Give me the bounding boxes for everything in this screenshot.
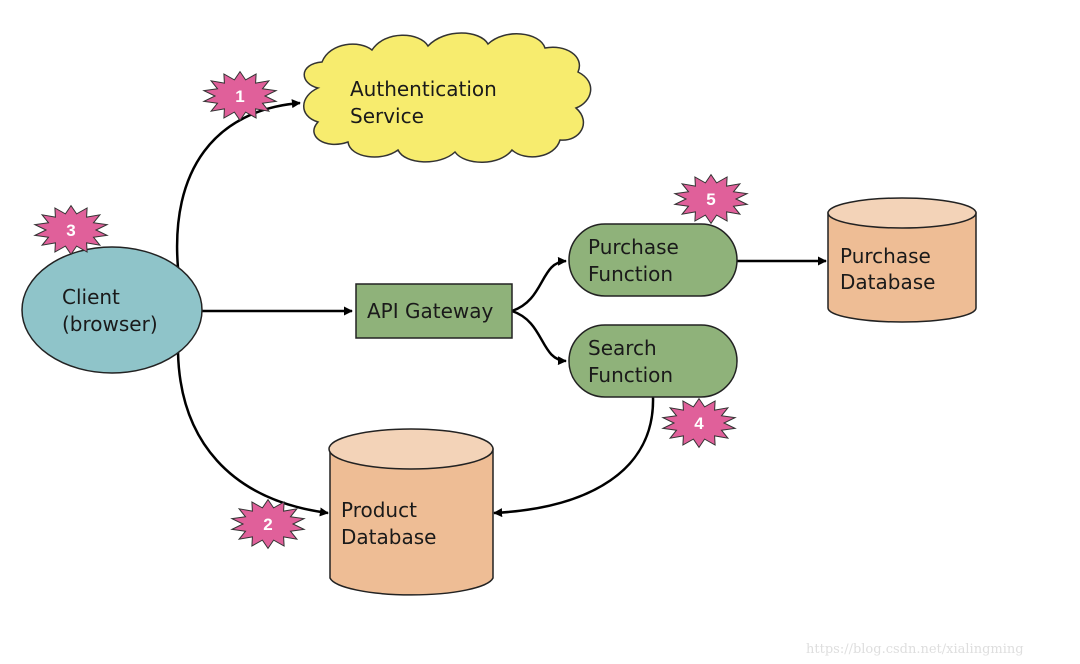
node-product-database[interactable]: Product Database <box>328 428 494 596</box>
auth-label-line1: Authentication <box>350 77 497 101</box>
node-purchase-database[interactable]: Purchase Database <box>827 197 977 323</box>
badges: 1 2 3 4 5 <box>33 70 749 550</box>
purchase-database-label-line2: Database <box>840 270 935 294</box>
step-badge-2-number: 2 <box>263 515 272 534</box>
node-client[interactable]: Client (browser) <box>21 246 203 374</box>
step-badge-4: 4 <box>661 397 737 449</box>
step-badge-1-number: 1 <box>235 87 244 106</box>
watermark-text: https://blog.csdn.net/xialingming <box>806 642 1024 657</box>
search-function-label-line1: Search <box>588 336 657 360</box>
starburst-icon <box>202 70 278 122</box>
edge-gateway-to-search-fn <box>511 309 567 366</box>
search-function-label-line2: Function <box>588 363 673 387</box>
purchase-function-label-line1: Purchase <box>588 235 679 259</box>
edge-client-to-auth <box>175 99 301 269</box>
starburst-icon <box>230 498 306 550</box>
edge-search-fn-to-product-db <box>493 396 655 518</box>
step-badge-3: 3 <box>33 204 109 256</box>
starburst-icon <box>673 173 749 225</box>
starburst-icon <box>33 204 109 256</box>
product-database-label-line2: Database <box>341 525 436 549</box>
step-badge-2: 2 <box>230 498 306 550</box>
api-gateway-label: API Gateway <box>367 299 494 323</box>
node-api-gateway[interactable]: API Gateway <box>355 283 513 339</box>
client-label-line2: (browser) <box>62 312 158 336</box>
client-label-line1: Client <box>62 285 120 309</box>
purchase-database-label-line1: Purchase <box>840 244 931 268</box>
node-authentication-service[interactable]: Authentication Service <box>303 32 592 163</box>
starburst-icon <box>661 397 737 449</box>
edges <box>175 99 827 518</box>
node-purchase-function[interactable]: Purchase Function <box>568 223 738 297</box>
purchase-function-label-line2: Function <box>588 262 673 286</box>
step-badge-3-number: 3 <box>66 221 75 240</box>
edge-gateway-to-purchase-fn <box>511 256 567 313</box>
edge-client-to-product-db <box>176 351 329 517</box>
product-database-label-line1: Product <box>341 498 417 522</box>
step-badge-5: 5 <box>673 173 749 225</box>
auth-label-line2: Service <box>350 104 424 128</box>
step-badge-1: 1 <box>202 70 278 122</box>
step-badge-5-number: 5 <box>706 190 715 209</box>
step-badge-4-number: 4 <box>694 414 704 433</box>
node-search-function[interactable]: Search Function <box>568 324 738 398</box>
